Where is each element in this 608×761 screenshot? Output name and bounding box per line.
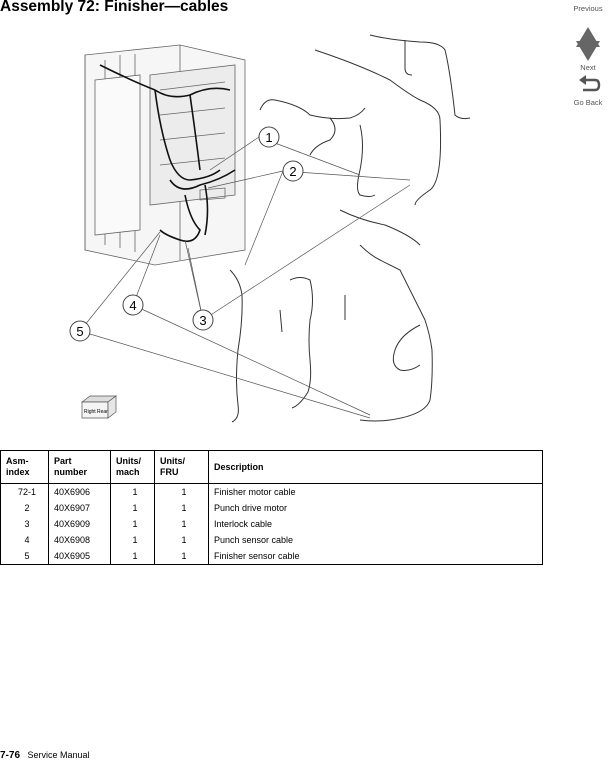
asm-index-cell: 72-1 <box>17 487 36 497</box>
finisher-cables-illustration: 1 2 3 4 5 Right Rear <box>69 34 471 423</box>
table-row: 4 40X6908 1 1 Punch sensor cable <box>1 532 543 548</box>
page-title: Assembly 72: Finisher—cables <box>0 0 229 15</box>
col-units-fru-header: Units/ FRU <box>154 450 209 484</box>
units-fru-cell: 1 <box>154 548 209 565</box>
part-number-cell: 40X6907 <box>48 500 111 516</box>
page-footer: 7-76 Service Manual <box>0 750 90 761</box>
callout-4: 4 <box>122 294 144 316</box>
previous-label: Previous <box>573 4 603 13</box>
callout-2: 2 <box>282 160 304 182</box>
orientation-rear-label: Rear <box>97 409 108 415</box>
col-part-number-header: Part number <box>48 450 111 484</box>
callout-3-label: 3 <box>199 313 206 328</box>
next-arrow-icon[interactable] <box>568 39 608 63</box>
table-row: 72-1 40X6906 1 1 Finisher motor cable <box>1 483 543 500</box>
description-cell: Punch sensor cable <box>208 532 543 548</box>
col-description-header: Description <box>208 450 543 484</box>
page-number: 7-76 <box>0 750 21 761</box>
finisher-frame <box>84 44 246 266</box>
table-row: 3 40X6909 1 1 Interlock cable <box>1 516 543 532</box>
units-mach-cell: 1 <box>110 516 155 532</box>
asm-index-cell: 5 <box>24 551 30 561</box>
go-back-label: Go Back <box>573 98 603 107</box>
callout-2-label: 2 <box>289 164 296 179</box>
manual-name: Service Manual <box>27 750 90 760</box>
frame-harness <box>99 64 236 243</box>
callout-5: 5 <box>69 320 91 342</box>
callout-3: 3 <box>192 309 214 331</box>
orientation-cube-icon: Right Rear <box>80 395 118 419</box>
units-fru-cell: 1 <box>154 532 209 548</box>
units-fru-cell: 1 <box>154 516 209 532</box>
asm-index-cell: 2 <box>24 503 30 513</box>
units-fru-cell: 1 <box>154 483 209 500</box>
go-back-icon[interactable] <box>568 72 608 98</box>
next-label: Next <box>580 63 596 72</box>
loose-cables <box>229 34 471 423</box>
part-number-cell: 40X6905 <box>48 548 111 565</box>
callout-1-label: 1 <box>265 130 272 145</box>
callout-5-label: 5 <box>76 324 83 339</box>
table-row: 2 40X6907 1 1 Punch drive motor <box>1 500 543 516</box>
units-fru-cell: 1 <box>154 500 209 516</box>
callout-1: 1 <box>258 126 280 148</box>
units-mach-cell: 1 <box>110 500 155 516</box>
leader-lines <box>79 136 411 419</box>
col-asm-index-header: Asm- index <box>0 450 49 484</box>
description-cell: Finisher motor cable <box>208 483 543 500</box>
asm-index-cell: 4 <box>24 535 30 545</box>
parts-table: Asm- index Part number Units/ mach Units… <box>0 450 543 565</box>
part-number-cell: 40X6908 <box>48 532 111 548</box>
table-row: 5 40X6905 1 1 Finisher sensor cable <box>1 548 543 565</box>
table-header-row: Asm- index Part number Units/ mach Units… <box>0 450 543 484</box>
part-number-cell: 40X6909 <box>48 516 111 532</box>
col-units-mach-header: Units/ mach <box>110 450 155 484</box>
asm-index-cell: 3 <box>24 519 30 529</box>
description-cell: Finisher sensor cable <box>208 548 543 565</box>
units-mach-cell: 1 <box>110 532 155 548</box>
orientation-right-label: Right <box>84 409 96 415</box>
units-mach-cell: 1 <box>110 483 155 500</box>
page-navigation: Previous Next Go Back <box>568 4 608 107</box>
description-cell: Interlock cable <box>208 516 543 532</box>
part-number-cell: 40X6906 <box>48 483 111 500</box>
callout-4-label: 4 <box>129 298 136 313</box>
description-cell: Punch drive motor <box>208 500 543 516</box>
units-mach-cell: 1 <box>110 548 155 565</box>
